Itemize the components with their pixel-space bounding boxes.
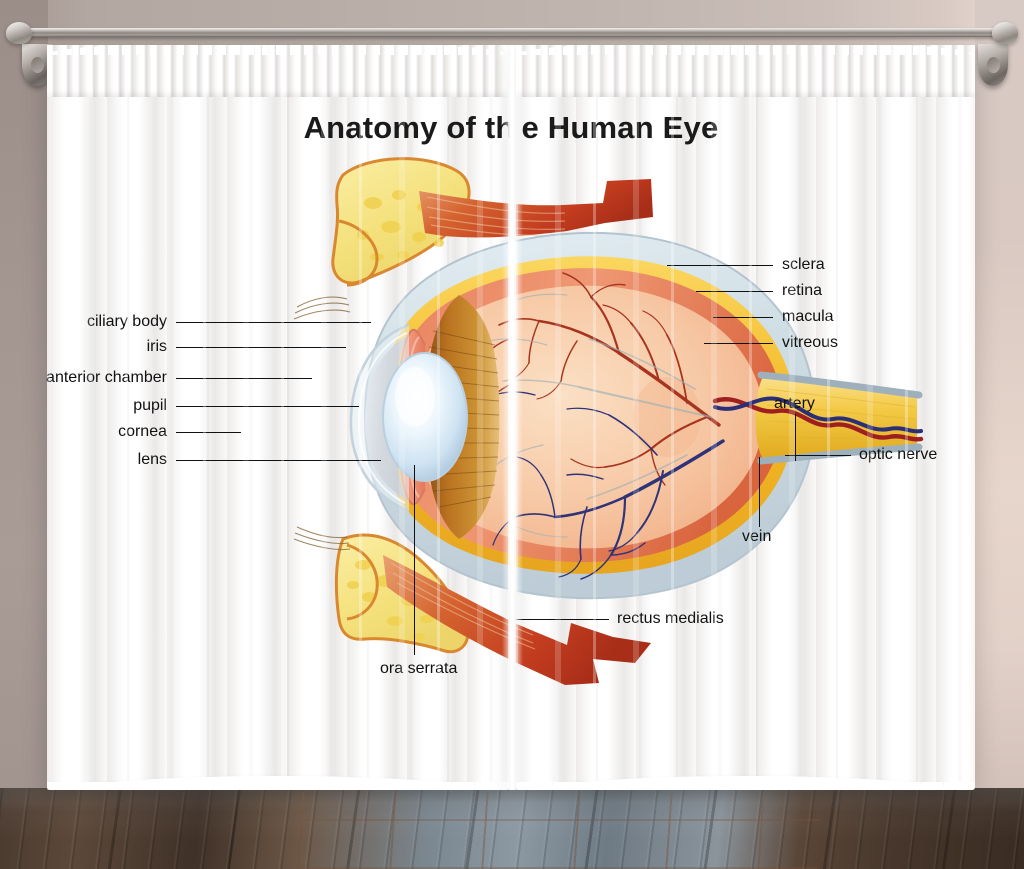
curtain-hem-wave-right xyxy=(516,782,975,790)
curtain-rod-finial-right xyxy=(992,22,1018,44)
floor-gloss xyxy=(0,788,1024,869)
curtain-rod xyxy=(14,28,1010,37)
curtain-rod-finial-left xyxy=(6,22,32,44)
curtain-panel-right xyxy=(516,45,975,790)
wall-right-highlight xyxy=(975,0,1024,790)
curtain-folds-left xyxy=(47,45,509,790)
curtain-folds-right xyxy=(516,45,975,790)
curtain-rod-pocket-left xyxy=(47,45,509,97)
curtain-hem-right xyxy=(516,776,975,790)
curtain-panel-left xyxy=(47,45,509,790)
curtain-rod-bracket-right xyxy=(978,44,1008,86)
curtain-hem-wave-left xyxy=(47,782,509,790)
wooden-floor xyxy=(0,788,1024,869)
wall-left-shadow xyxy=(0,0,48,790)
curtain-hem-left xyxy=(47,776,509,790)
floor-plank-lines xyxy=(0,788,1024,869)
curtain-rod-pocket-right xyxy=(516,45,975,97)
